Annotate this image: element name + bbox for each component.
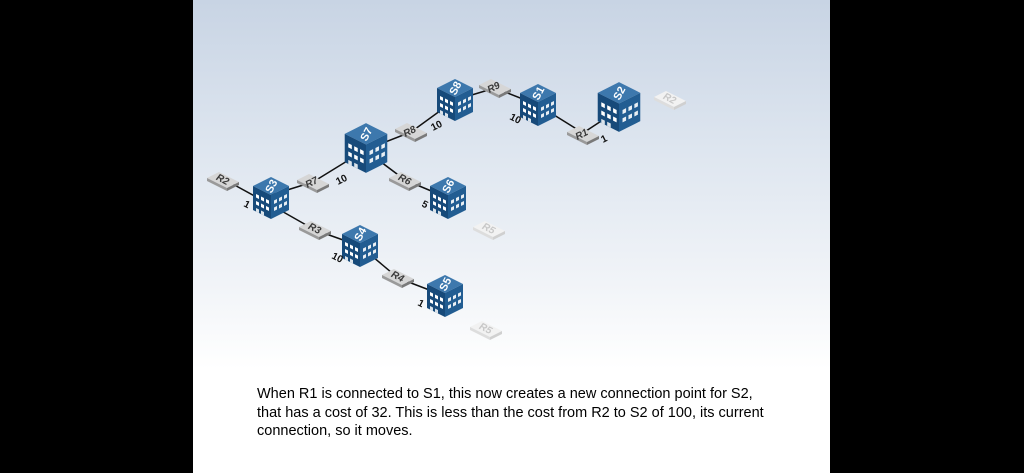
cost-r1-s2: 1 xyxy=(599,133,609,146)
cost-r6-s6: 5 xyxy=(420,199,430,212)
svg-text:R8: R8 xyxy=(402,124,419,140)
network-diagram: R2 R5 R5 R2 R7 R8 R9 R1 xyxy=(207,79,686,340)
caption-text: When R1 is connected to S1, this now cre… xyxy=(257,386,764,439)
site-s8: S8 xyxy=(437,79,473,121)
router-r3: R3 xyxy=(299,221,331,240)
svg-text:S1: S1 xyxy=(530,85,547,103)
svg-text:R9: R9 xyxy=(486,80,503,96)
site-s4: S4 xyxy=(342,225,378,267)
router-r1: R1 xyxy=(567,126,599,145)
svg-text:S7: S7 xyxy=(358,126,375,144)
svg-text:R2: R2 xyxy=(214,172,231,188)
router-r6: R6 xyxy=(389,172,421,191)
cost-r4-s5: 1 xyxy=(416,298,426,311)
svg-text:R7: R7 xyxy=(304,175,321,191)
router-r7: R7 xyxy=(297,174,329,193)
svg-text:S3: S3 xyxy=(263,178,280,196)
cost-r7-s7: 10 xyxy=(334,173,349,188)
cost-r3-s4: 10 xyxy=(330,251,345,266)
router-r4: R4 xyxy=(382,269,414,288)
site-s2: S2 xyxy=(597,82,641,132)
svg-text:R5: R5 xyxy=(477,321,494,337)
svg-text:R6: R6 xyxy=(396,172,413,188)
cost-r9-s1: 10 xyxy=(508,112,523,127)
svg-text:R3: R3 xyxy=(306,221,323,237)
svg-text:R5: R5 xyxy=(480,221,497,237)
cost-r2-s3: 1 xyxy=(242,199,252,212)
cost-r8-s8: 10 xyxy=(429,119,444,134)
site-s5: S5 xyxy=(427,275,463,317)
router-r9: R9 xyxy=(479,79,511,98)
svg-text:R1: R1 xyxy=(574,127,591,143)
slide: R2 R5 R5 R2 R7 R8 R9 R1 xyxy=(193,0,830,473)
site-s3: S3 xyxy=(253,177,289,219)
ghost-router-r5-upper: R5 xyxy=(473,221,505,240)
svg-text:R2: R2 xyxy=(661,91,678,107)
site-s6: S6 xyxy=(430,177,466,219)
ghost-router-r5-lower: R5 xyxy=(470,321,502,340)
svg-text:R4: R4 xyxy=(389,269,406,285)
site-s1: S1 xyxy=(520,84,556,126)
ghost-router-r2: R2 xyxy=(654,91,686,110)
router-r8: R8 xyxy=(395,123,427,142)
svg-text:S2: S2 xyxy=(611,85,628,103)
svg-text:S5: S5 xyxy=(437,276,454,294)
svg-text:S4: S4 xyxy=(352,225,369,243)
site-s7: S7 xyxy=(344,123,388,173)
svg-text:S6: S6 xyxy=(440,178,457,196)
router-r2: R2 xyxy=(207,172,239,191)
svg-text:S8: S8 xyxy=(447,80,464,98)
